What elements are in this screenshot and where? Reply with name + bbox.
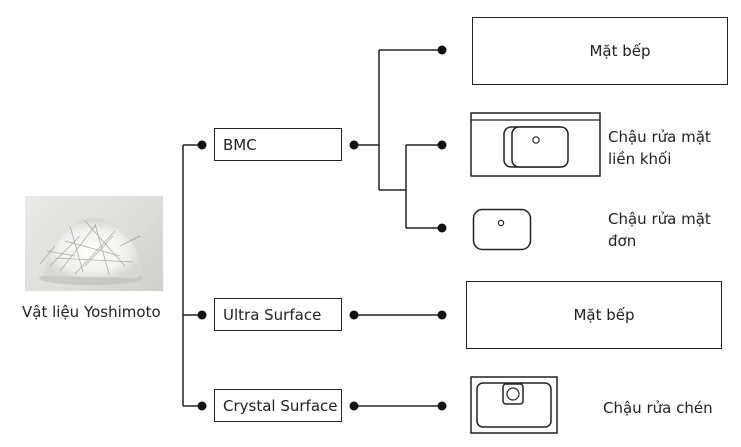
dot	[437, 401, 447, 411]
product-bmc-countertop: Mặt bếp	[472, 17, 728, 85]
category-label: Ultra Surface	[223, 305, 322, 324]
product-crystal-sink-label: Chậu rửa chén	[603, 399, 713, 417]
dot	[437, 140, 447, 150]
product-bmc-single-sink-label: Chậu rửa mặt đơn	[608, 210, 711, 250]
kitchen-sink-icon	[470, 376, 558, 434]
single-sink-icon	[472, 208, 532, 251]
dot	[349, 310, 359, 320]
category-crystal-surface: Crystal Surface	[214, 389, 342, 422]
dot	[197, 401, 207, 411]
integrated-sink-icon	[470, 112, 601, 177]
product-bmc-integrated-sink-label: Chậu rửa mặt liền khối	[608, 128, 711, 168]
product-ultra-countertop: Mặt bếp	[466, 281, 722, 349]
dot	[197, 310, 207, 320]
source-label: Vật liệu Yoshimoto	[22, 303, 161, 321]
product-label: Mặt bếp	[589, 42, 651, 60]
dot	[197, 140, 207, 150]
dot	[437, 45, 447, 55]
dot	[437, 223, 447, 233]
fiber-pile-photo-icon	[25, 196, 163, 291]
category-ultra-surface: Ultra Surface	[214, 298, 342, 331]
dot	[349, 401, 359, 411]
dot	[349, 140, 359, 150]
product-label: Mặt bếp	[573, 306, 635, 324]
category-label: Crystal Surface	[223, 396, 338, 415]
category-label: BMC	[223, 135, 257, 154]
category-bmc: BMC	[214, 128, 342, 161]
dot	[437, 310, 447, 320]
